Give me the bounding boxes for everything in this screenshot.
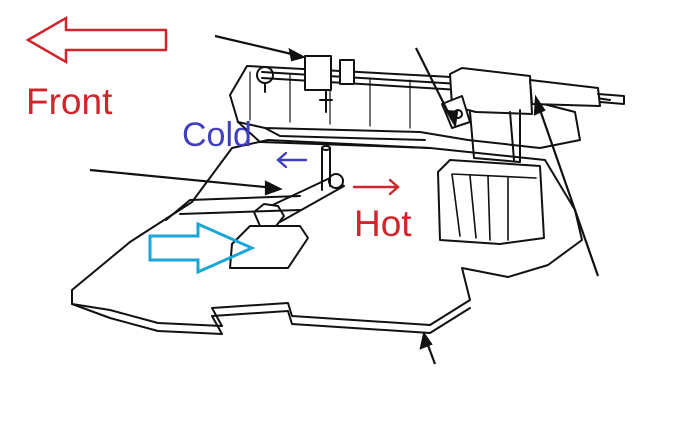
- terminal-block-fins: [451, 173, 537, 241]
- cable-clamp: [304, 55, 332, 91]
- cold-label: Cold: [182, 116, 252, 154]
- lever-post: [321, 147, 331, 191]
- hot-label: Hot: [354, 203, 412, 244]
- pointer-arrow-icon: [148, 221, 256, 275]
- leader-left-head: [264, 180, 283, 196]
- hot-arrow-icon: [352, 178, 400, 196]
- clamp-stud: [319, 89, 333, 113]
- mechanism-drawing: [71, 55, 625, 335]
- cable-clamp-nut: [339, 59, 355, 85]
- leader-lines: [89, 34, 600, 365]
- plate-slot: [165, 195, 301, 221]
- terminal-block: [437, 159, 545, 245]
- front-label: Front: [26, 81, 113, 122]
- leader-housing-head: [444, 109, 459, 129]
- pivot-pad: [229, 225, 309, 269]
- lever-pivot-top: [328, 173, 344, 189]
- cable-end: [597, 93, 625, 105]
- cold-arrow-icon: [276, 151, 308, 169]
- leader-left: [89, 168, 276, 190]
- leader-right: [536, 103, 600, 277]
- leader-right-head: [533, 94, 546, 116]
- lever-post-cap: [321, 145, 331, 151]
- leader-top: [214, 34, 301, 58]
- housing-tube: [529, 79, 601, 107]
- front-arrow-icon: [25, 15, 168, 65]
- pivot-nut: [253, 203, 285, 227]
- cable-rod-lower: [261, 77, 461, 91]
- leader-housing: [415, 47, 453, 121]
- rail-underside: [237, 121, 431, 149]
- housing-bracket: [469, 109, 521, 163]
- leader-bottom-head: [419, 331, 433, 350]
- leader-top-head: [288, 47, 306, 62]
- base-plate-edge: [71, 303, 471, 335]
